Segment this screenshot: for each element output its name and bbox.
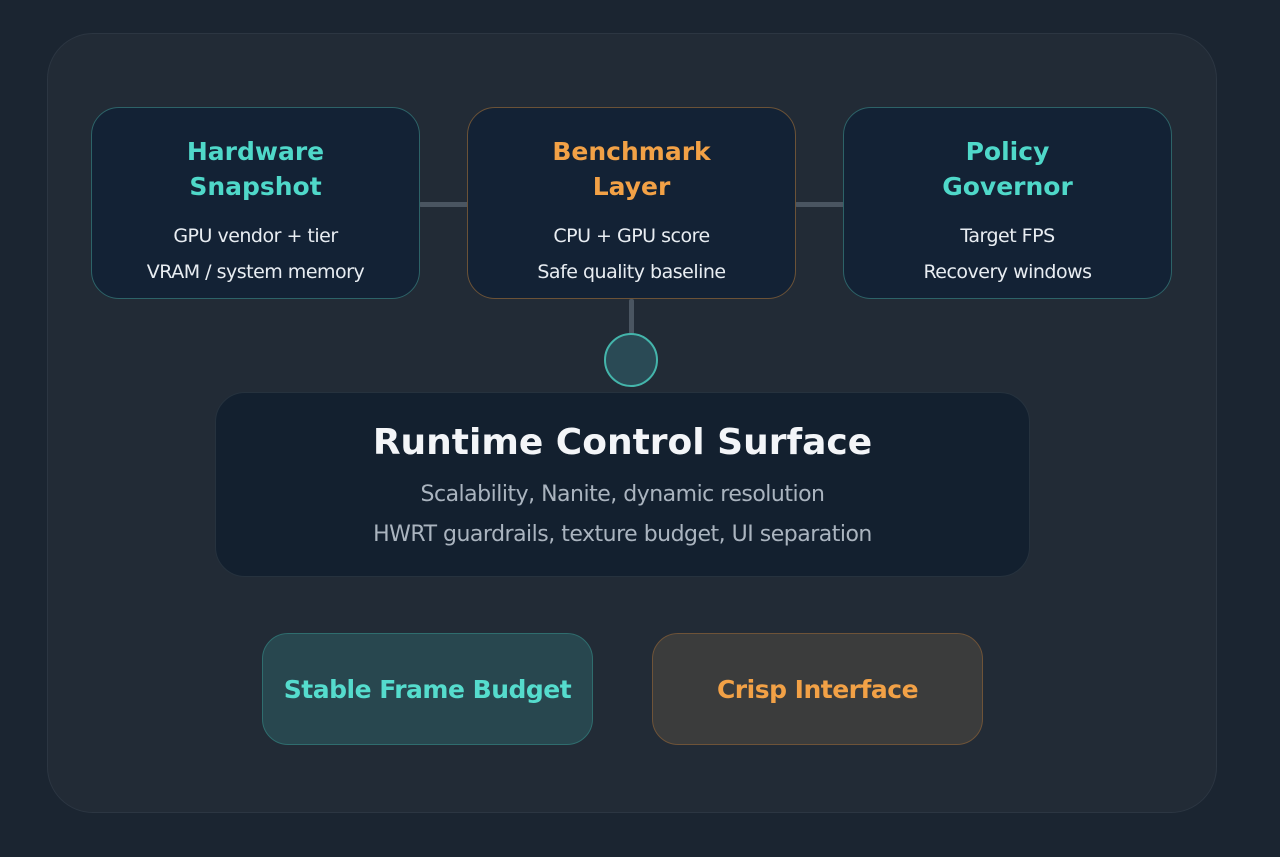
junction-node [604,333,658,387]
outcome-crisp-interface: Crisp Interface [652,633,983,745]
runtime-control-surface-card: Runtime Control Surface Scalability, Nan… [215,392,1030,577]
runtime-title: Runtime Control Surface [372,422,873,463]
connector-benchmark-policy [795,202,845,207]
connector-benchmark-runtime [629,299,634,339]
outcome-stable-frame-budget: Stable Frame Budget [262,633,593,745]
connector-hardware-benchmark [419,202,469,207]
